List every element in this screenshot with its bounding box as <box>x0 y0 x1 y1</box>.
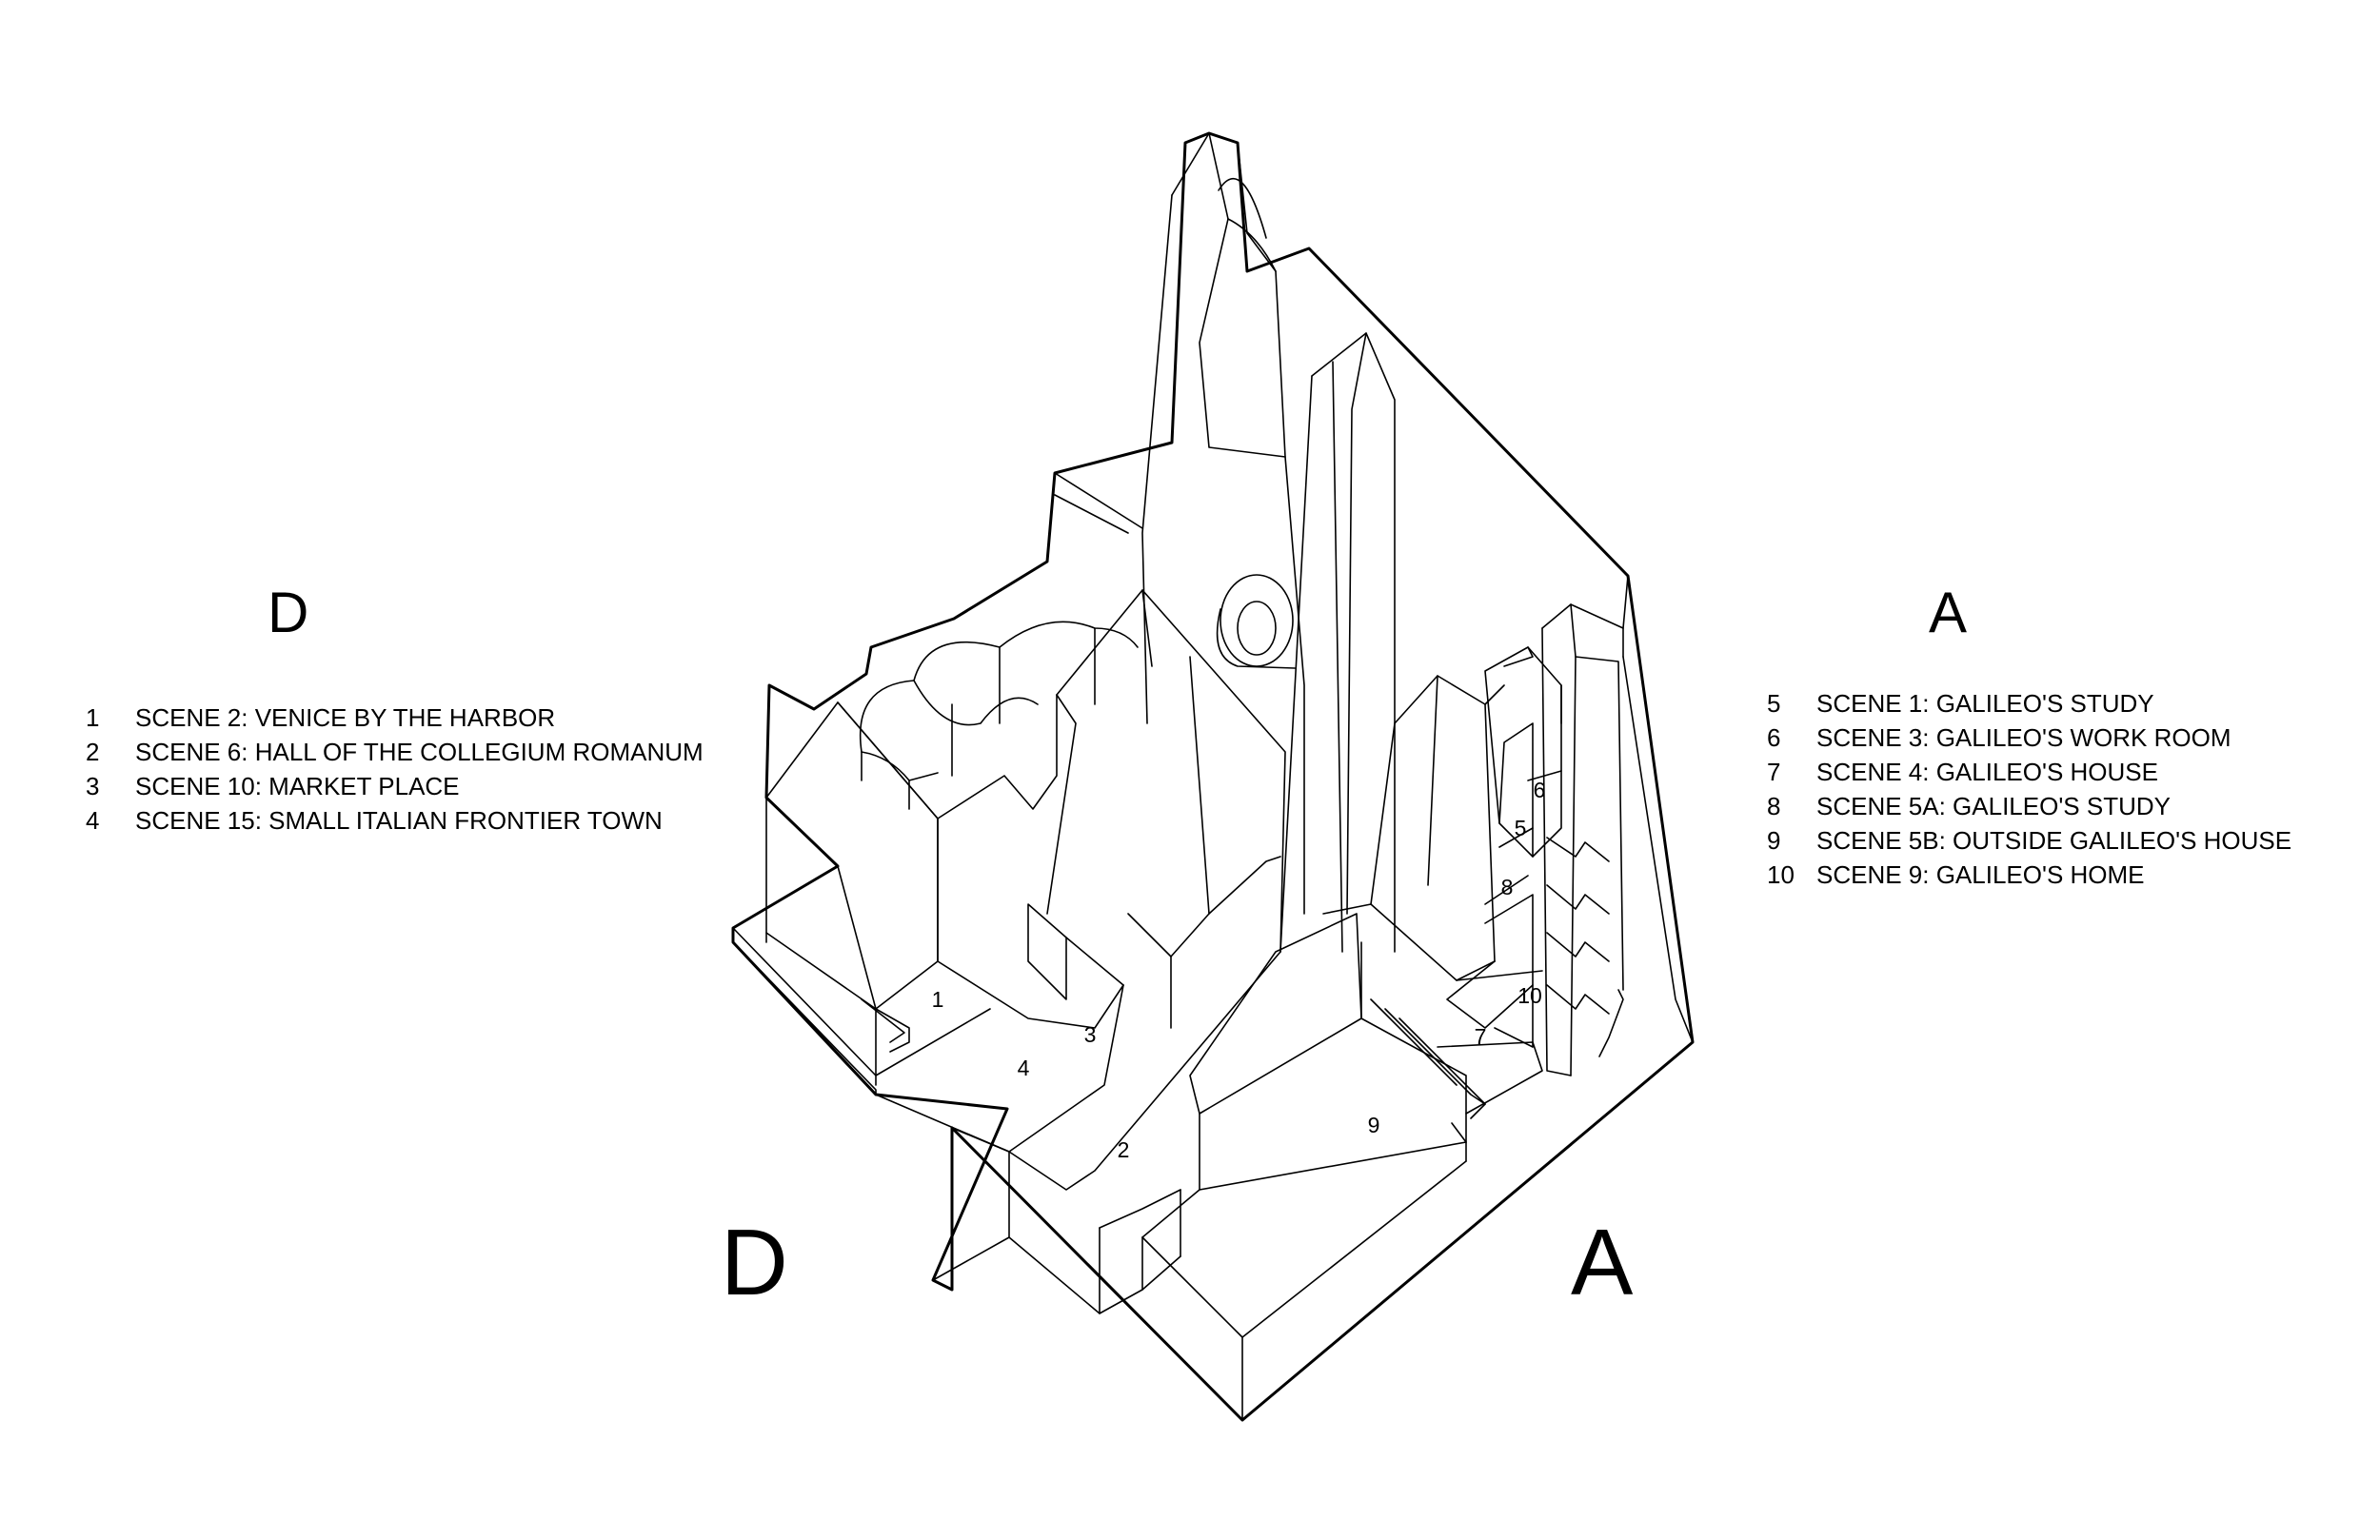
diagram-label-10: 10 <box>1517 983 1542 1008</box>
legend-item: 4 SCENE 15: SMALL ITALIAN FRONTIER TOWN <box>86 803 704 838</box>
legend-item: 1 SCENE 2: VENICE BY THE HARBOR <box>86 701 704 735</box>
view-d-marker: D <box>721 1210 788 1314</box>
diagram-label-6: 6 <box>1534 778 1546 802</box>
legend-label: SCENE 5B: OUTSIDE GALILEO'S HOUSE <box>1816 826 2292 855</box>
legend-label: SCENE 6: HALL OF THE COLLEGIUM ROMANUM <box>135 738 704 766</box>
legend-label: SCENE 9: GALILEO'S HOME <box>1816 860 2145 889</box>
diagram-label-1: 1 <box>932 987 944 1012</box>
diagram-label-9: 9 <box>1368 1113 1380 1137</box>
legend-item: 5 SCENE 1: GALILEO'S STUDY <box>1767 686 2291 721</box>
legend-item: 7 SCENE 4: GALILEO'S HOUSE <box>1767 755 2291 789</box>
legend-label: SCENE 2: VENICE BY THE HARBOR <box>135 703 556 732</box>
legend-number: 7 <box>1767 758 1781 786</box>
legend-item: 2 SCENE 6: HALL OF THE COLLEGIUM ROMANUM <box>86 735 704 769</box>
legend-label: SCENE 5A: GALILEO'S STUDY <box>1816 792 2171 820</box>
view-a-marker: A <box>1571 1210 1634 1314</box>
legend-item: 9 SCENE 5B: OUTSIDE GALILEO'S HOUSE <box>1767 823 2291 858</box>
base-outline <box>731 131 1695 1422</box>
diagram-label-2: 2 <box>1118 1137 1130 1162</box>
legend-item: 6 SCENE 3: GALILEO'S WORK ROOM <box>1767 721 2291 755</box>
diagram-label-3: 3 <box>1084 1022 1097 1047</box>
legend-d: 1 SCENE 2: VENICE BY THE HARBOR 2 SCENE 6:… <box>86 701 704 838</box>
diagram-label-8: 8 <box>1501 875 1514 899</box>
diagram-label-7: 7 <box>1475 1024 1487 1049</box>
legend-label: SCENE 4: GALILEO'S HOUSE <box>1816 758 2158 786</box>
model-edges <box>732 132 1694 1421</box>
legend-number: 6 <box>1767 723 1781 752</box>
legend-label: SCENE 3: GALILEO'S WORK ROOM <box>1816 723 2231 752</box>
section-a-heading: A <box>1929 581 1968 644</box>
legend-number: 1 <box>86 703 100 732</box>
legend-item: 3 SCENE 10: MARKET PLACE <box>86 769 704 803</box>
legend-item: 8 SCENE 5A: GALILEO'S STUDY <box>1767 789 2291 823</box>
legend-number: 2 <box>86 738 100 766</box>
legend-label: SCENE 10: MARKET PLACE <box>135 772 460 800</box>
diagram-label-4: 4 <box>1018 1056 1030 1080</box>
legend-label: SCENE 15: SMALL ITALIAN FRONTIER TOWN <box>135 806 663 835</box>
legend-number: 4 <box>86 806 100 835</box>
legend-number: 3 <box>86 772 100 800</box>
legend-number: 10 <box>1767 860 1795 889</box>
legend-number: 5 <box>1767 689 1781 718</box>
legend-number: 8 <box>1767 792 1781 820</box>
legend-item: 10 SCENE 9: GALILEO'S HOME <box>1767 858 2291 892</box>
legend-a: 5 SCENE 1: GALILEO'S STUDY 6 SCENE 3: GALI… <box>1767 686 2291 892</box>
legend-number: 9 <box>1767 826 1781 855</box>
section-d-heading: D <box>268 581 309 644</box>
diagram-label-5: 5 <box>1515 816 1527 840</box>
legend-label: SCENE 1: GALILEO'S STUDY <box>1816 689 2154 718</box>
